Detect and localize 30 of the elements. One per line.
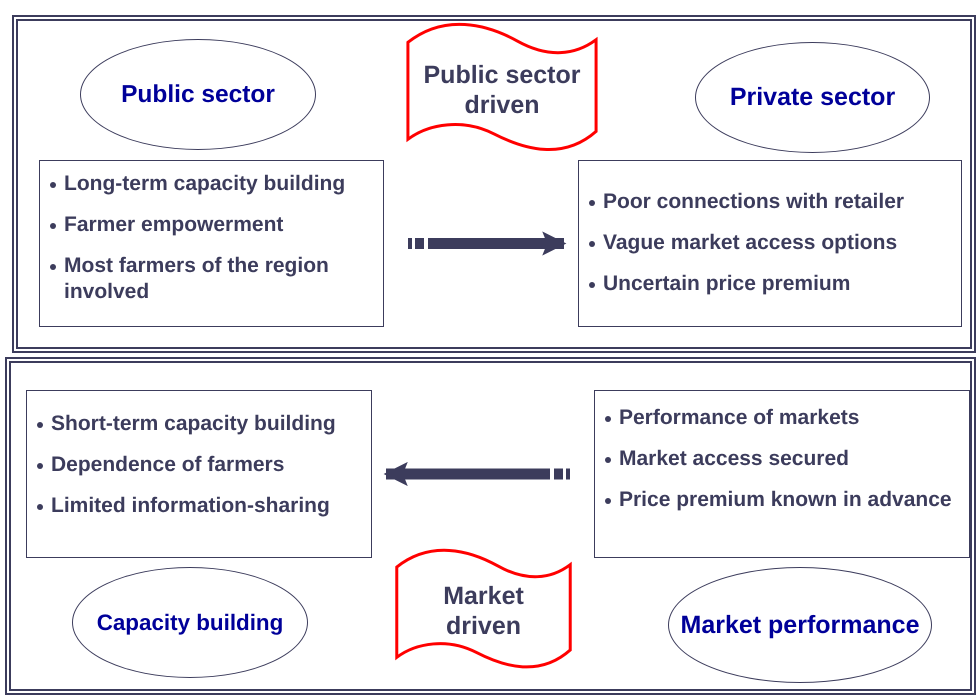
bullet-text: Uncertain price premium: [603, 272, 850, 295]
bullet-text: Dependence of farmers: [51, 453, 284, 476]
bullet-text: Most farmers of the region involved: [64, 254, 329, 303]
ellipse-label: Private sector: [730, 83, 896, 112]
ellipse-label: Capacity building: [96, 610, 284, 636]
ellipse-label: Market performance: [680, 610, 920, 640]
bullet-text: Poor connections with retailer: [603, 190, 904, 213]
bullet-text: Farmer empowerment: [64, 213, 284, 236]
ellipse: [80, 39, 316, 150]
arrow: [384, 462, 570, 486]
bullet-list-box: [594, 390, 970, 558]
bullet-text: Market access secured: [619, 447, 849, 470]
bullet-text: Price premium known in advance: [619, 488, 952, 511]
bullet-list-box: [26, 390, 372, 558]
ellipse: [72, 567, 308, 678]
bullet-text: Short-term capacity building: [51, 412, 336, 435]
ellipse: [668, 567, 932, 683]
ellipse: [695, 42, 930, 153]
bullet-list-box: [39, 160, 384, 327]
panel-frame: [12, 15, 976, 353]
bullet-text: Performance of markets: [619, 406, 860, 429]
banner-label: Public sector driven: [422, 60, 582, 120]
arrow: [408, 231, 566, 256]
panel-frame: [5, 357, 976, 695]
bullet-text: Limited information-sharing: [51, 494, 330, 517]
bullet-list-box: [578, 160, 962, 327]
bullet-text: Vague market access options: [603, 231, 898, 254]
bullet-text: Long-term capacity building: [64, 172, 346, 195]
banner-label: Market driven: [442, 581, 525, 641]
ellipse-label: Public sector: [121, 80, 275, 108]
